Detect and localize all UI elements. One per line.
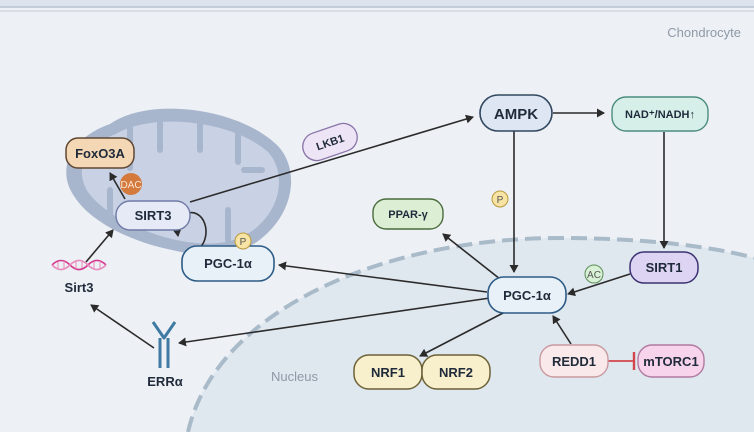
edge-redd1-to-pgc1a	[552, 315, 572, 345]
cell-membrane	[0, 0, 754, 6]
edges	[85, 108, 669, 370]
erra-label: ERRα	[147, 374, 182, 389]
pgc1a-mito-label: PGC-1α	[204, 256, 252, 271]
p-label-ampk: P	[497, 195, 504, 206]
receptor-icon	[151, 321, 177, 368]
edge-pgc1a-to-ppar	[442, 233, 501, 280]
sirt3-gene-label: Sirt3	[65, 280, 94, 295]
node-pgc1a-nucleus[interactable]: PGC-1α	[487, 276, 567, 314]
node-lkb1[interactable]: LKB1	[299, 120, 361, 165]
dac-label: DAC	[120, 180, 141, 191]
node-sirt1[interactable]: SIRT1	[629, 251, 699, 284]
edge-sirt3-to-foxo3a	[109, 172, 126, 200]
nucleus	[186, 235, 754, 433]
nucleus-body	[188, 238, 754, 432]
mtorc1-label: mTORC1	[643, 354, 698, 369]
nucleus-envelope	[186, 235, 754, 433]
badge-phospho-ampk: P	[491, 190, 509, 208]
badge-phospho-mito: P	[234, 232, 252, 250]
node-mtorc1[interactable]: mTORC1	[637, 344, 705, 378]
node-nrf2[interactable]: NRF2	[421, 354, 491, 390]
node-redd1[interactable]: REDD1	[539, 344, 609, 378]
node-ppar-gamma[interactable]: PPAR-γ	[372, 198, 444, 230]
sirt3-label: SIRT3	[135, 208, 172, 223]
nad-label: NAD⁺/NADH↑	[625, 109, 695, 121]
ac-label: AC	[587, 270, 601, 281]
node-foxo3a[interactable]: FoxO3A	[65, 137, 135, 169]
ppar-label: PPAR-γ	[388, 209, 428, 221]
edge-pgc1a-to-nrf	[419, 311, 506, 357]
node-pgc1a-mito[interactable]: PGC-1α	[181, 245, 275, 282]
node-ampk[interactable]: AMPK	[479, 94, 553, 132]
badge-dac: DAC	[120, 173, 142, 195]
dna-helix-icon	[51, 259, 107, 271]
node-nrf1[interactable]: NRF1	[353, 354, 423, 390]
edge-pgc1a-to-pgc1a-mito	[278, 261, 488, 293]
badge-acetyl: AC	[584, 264, 604, 284]
nrf1-label: NRF1	[371, 365, 405, 380]
edge-sirt3-gene-to-sirt3	[85, 229, 114, 263]
ampk-label: AMPK	[494, 106, 538, 123]
node-nad-ratio[interactable]: NAD⁺/NADH↑	[611, 96, 709, 132]
redd1-label: REDD1	[552, 354, 596, 369]
cell-label: Chondrocyte	[667, 25, 741, 40]
sirt1-label: SIRT1	[646, 260, 683, 275]
nucleus-label: Nucleus	[271, 369, 318, 384]
nrf2-label: NRF2	[439, 365, 473, 380]
node-sirt3[interactable]: SIRT3	[115, 200, 191, 231]
p-label-mito: P	[240, 237, 247, 248]
edge-pgc1a-to-erra	[178, 297, 491, 347]
pgc1a-nucleus-label: PGC-1α	[503, 288, 551, 303]
edge-erra-to-sirt3-gene	[90, 304, 155, 349]
foxo3a-label: FoxO3A	[75, 146, 125, 161]
edge-sirt1-to-pgc1a	[567, 273, 631, 297]
edge-sirt3-to-ampk	[189, 114, 474, 203]
